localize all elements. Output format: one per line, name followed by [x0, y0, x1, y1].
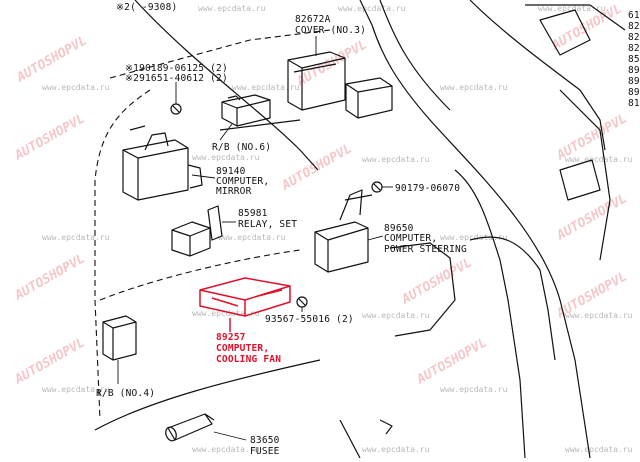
url-watermark: www.epcdata.ru	[192, 153, 260, 162]
relay-block-no4[interactable]	[102, 315, 137, 361]
edge-number: 89	[628, 76, 640, 87]
edge-number: 89	[628, 65, 640, 76]
url-watermark: www.epcdata.ru	[440, 385, 508, 394]
bolt1-label: ※190189-06125 (2)	[125, 63, 228, 74]
relay-set[interactable]	[171, 205, 223, 257]
url-watermark: www.epcdata.ru	[218, 233, 286, 242]
url-watermark: www.epcdata.ru	[565, 311, 633, 320]
rb6-label: R/B (NO.6)	[212, 142, 271, 153]
url-watermark: www.epcdata.ru	[338, 4, 406, 13]
relay-block-no6[interactable]	[221, 94, 271, 127]
power-steering-number: 89650	[384, 223, 414, 234]
edge-number: 82	[628, 43, 640, 54]
url-watermark: www.epcdata.ru	[192, 445, 260, 454]
fuse[interactable]	[164, 413, 215, 442]
url-watermark: www.epcdata.ru	[565, 445, 633, 454]
url-watermark: www.epcdata.ru	[362, 445, 430, 454]
cover-number: 82672A	[295, 14, 331, 25]
edge-number: 82	[628, 32, 640, 43]
logo-watermark: AUTOSHOPVL	[399, 255, 475, 308]
url-watermark: www.epcdata.ru	[232, 83, 300, 92]
logo-watermark: AUTOSHOPVL	[12, 111, 88, 164]
bolt-icon[interactable]	[170, 103, 182, 115]
fuse-leader	[213, 431, 247, 441]
rb4-label: R/B (NO.4)	[96, 388, 155, 399]
fuse-name: FUSEE	[250, 446, 280, 457]
cover-no3[interactable]	[287, 51, 346, 111]
part-labels: 82672A COVER (NO.3) ※190189-06125 (2) ※2…	[96, 14, 467, 457]
edge-number: 85	[628, 54, 640, 65]
relay-number: 85981	[238, 208, 268, 219]
clip-label: 93567-55016 (2)	[265, 314, 354, 325]
logo-watermark: AUTOSHOPVL	[414, 335, 490, 388]
clip-icon[interactable]	[296, 296, 308, 308]
right-edge-numbers: 61 82 82 82 85 89 89 89 81	[628, 10, 640, 109]
logo-watermark: AUTOSHOPVL	[279, 141, 355, 194]
cooling-fan-name1: COMPUTER,	[216, 343, 269, 354]
cooling-fan-number: 89257	[216, 332, 246, 343]
screw-icon[interactable]	[371, 181, 383, 193]
url-watermark: www.epcdata.ru	[538, 4, 606, 13]
cooling-fan-name2: COOLING FAN	[216, 354, 281, 365]
power-steering-name1: COMPUTER,	[384, 233, 437, 244]
relay-name: RELAY, SET	[238, 219, 297, 230]
power-steering-leader	[367, 235, 384, 241]
mirror-leader	[191, 174, 216, 179]
url-watermark: www.epcdata.ru	[42, 83, 110, 92]
logo-watermark: AUTOSHOPVL	[12, 335, 88, 388]
edge-number: 82	[628, 21, 640, 32]
logo-watermarks: AUTOSHOPVL AUTOSHOPVL AUTOSHOPVL AUTOSHO…	[12, 1, 630, 388]
fuse-number: 83650	[250, 435, 280, 446]
mirror-name1: COMPUTER,	[216, 176, 269, 187]
cooling-fan-computer[interactable]	[199, 277, 291, 332]
power-steering-computer[interactable]	[314, 189, 373, 273]
body-outline	[94, 0, 626, 459]
url-watermarks: www.epcdata.ru www.epcdata.ru www.epcdat…	[42, 4, 633, 454]
connector-block[interactable]	[345, 77, 393, 119]
screw-label: 90179-06070	[395, 183, 460, 194]
url-watermark: www.epcdata.ru	[42, 385, 110, 394]
logo-watermark: AUTOSHOPVL	[14, 33, 90, 86]
bolt2-label: ※291651-40612 (2)	[125, 73, 228, 84]
url-watermark: www.epcdata.ru	[440, 83, 508, 92]
mirror-number: 89140	[216, 166, 246, 177]
edge-number: 61	[628, 10, 640, 21]
edge-number: 81	[628, 98, 640, 109]
header-note: ※2( -9308)	[116, 2, 177, 13]
url-watermark: www.epcdata.ru	[440, 233, 508, 242]
cover-name: COVER (NO.3)	[295, 25, 366, 36]
url-watermark: www.epcdata.ru	[192, 309, 260, 318]
url-watermark: www.epcdata.ru	[565, 155, 633, 164]
edge-number: 89	[628, 87, 640, 98]
rb6-leader	[219, 123, 233, 141]
power-steering-name2: POWER STEERING	[384, 244, 467, 255]
mirror-name2: MIRROR	[216, 186, 252, 197]
mirror-computer[interactable]	[122, 125, 203, 201]
url-watermark: www.epcdata.ru	[42, 233, 110, 242]
url-watermark: www.epcdata.ru	[198, 4, 266, 13]
logo-watermark: AUTOSHOPVL	[554, 191, 630, 244]
url-watermark: www.epcdata.ru	[362, 311, 430, 320]
logo-watermark: AUTOSHOPVL	[12, 251, 88, 304]
url-watermark: www.epcdata.ru	[362, 155, 430, 164]
